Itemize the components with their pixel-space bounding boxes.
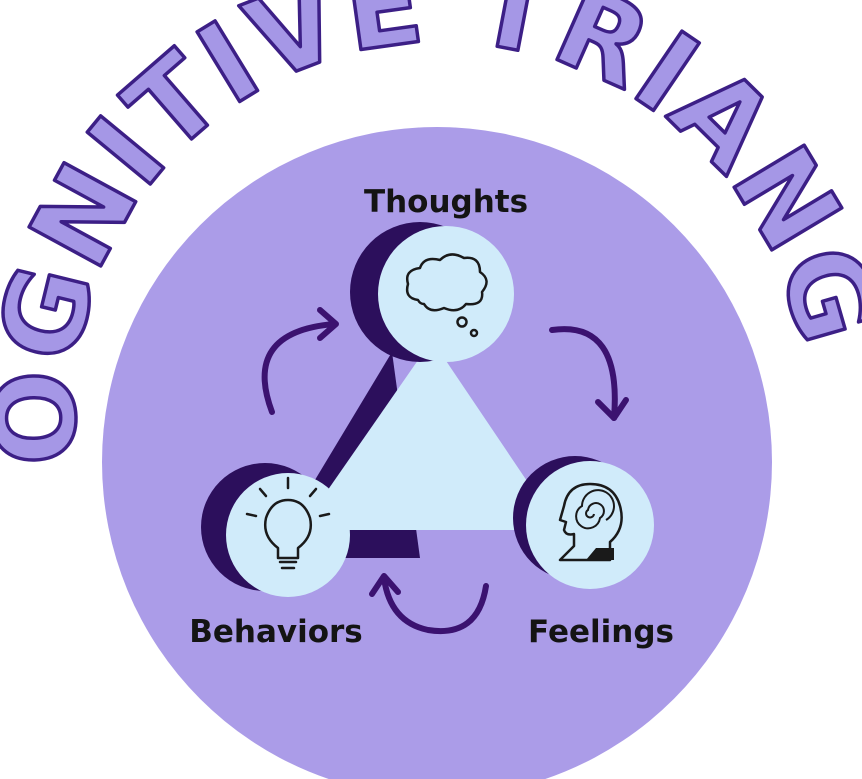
arrow-thoughts-to-feelings xyxy=(549,326,629,421)
thought-bubble-icon xyxy=(405,253,488,338)
node-thoughts xyxy=(350,222,514,362)
node-feelings-circle xyxy=(526,461,654,589)
node-behaviors-circle xyxy=(226,473,350,597)
node-thoughts-circle xyxy=(378,226,514,362)
node-feelings xyxy=(513,456,654,589)
node-behaviors-label: Behaviors xyxy=(189,614,363,650)
lightbulb-icon xyxy=(245,476,331,570)
arrow-behaviors-to-thoughts xyxy=(261,307,339,415)
node-behaviors xyxy=(201,463,350,597)
triangle xyxy=(300,340,560,530)
node-thoughts-label: Thoughts xyxy=(364,184,528,220)
node-feelings-label: Feelings xyxy=(528,614,674,650)
head-spiral-icon xyxy=(558,482,623,562)
arrow-feelings-to-behaviors xyxy=(369,573,489,634)
